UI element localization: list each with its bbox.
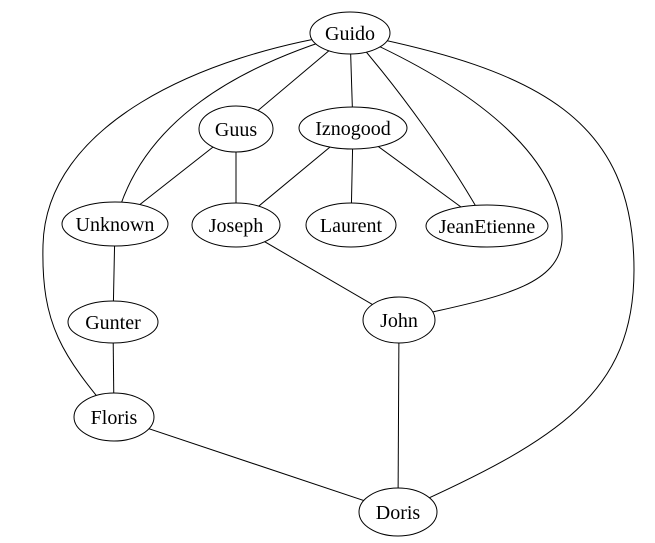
node-joseph: Joseph — [191, 202, 281, 248]
node-label-laurent: Laurent — [320, 215, 383, 237]
edge-guido-jeanetienne — [349, 32, 488, 227]
node-guido: Guido — [309, 11, 391, 55]
node-ellipse-iznogood — [298, 106, 408, 150]
edge-guido-floris — [42, 32, 351, 418]
node-john: John — [362, 296, 436, 344]
node-label-joseph: Joseph — [209, 215, 263, 237]
node-ellipse-gunter — [67, 300, 159, 344]
edge-guido-doris — [349, 32, 635, 513]
node-gunter: Gunter — [67, 300, 159, 344]
node-ellipse-guus — [198, 105, 274, 153]
edge-john-doris — [397, 319, 400, 513]
edge-guido-unknown — [114, 32, 351, 225]
node-label-john: John — [380, 310, 418, 332]
node-ellipse-john — [362, 296, 436, 344]
node-guus: Guus — [198, 105, 274, 153]
node-label-guus: Guus — [215, 119, 257, 141]
node-unknown: Unknown — [61, 201, 169, 247]
node-ellipse-laurent — [305, 202, 397, 248]
node-ellipse-floris — [73, 392, 155, 442]
node-iznogood: Iznogood — [298, 106, 408, 150]
node-ellipse-doris — [358, 487, 438, 537]
node-laurent: Laurent — [305, 202, 397, 248]
node-label-floris: Floris — [91, 407, 138, 429]
node-ellipse-unknown — [61, 201, 169, 247]
edge-floris-doris — [113, 416, 399, 513]
node-jeanetienne: JeanEtienne — [425, 204, 549, 248]
node-label-doris: Doris — [376, 502, 421, 524]
node-label-gunter: Gunter — [85, 312, 141, 334]
node-label-unknown: Unknown — [76, 214, 155, 236]
edge-guido-john — [349, 32, 563, 321]
node-ellipse-jeanetienne — [425, 204, 549, 248]
node-label-guido: Guido — [325, 23, 375, 45]
node-label-jeanetienne: JeanEtienne — [439, 216, 536, 238]
node-label-iznogood: Iznogood — [315, 118, 391, 140]
node-ellipse-joseph — [191, 202, 281, 248]
node-floris: Floris — [73, 392, 155, 442]
node-doris: Doris — [358, 487, 438, 537]
node-ellipse-guido — [309, 11, 391, 55]
